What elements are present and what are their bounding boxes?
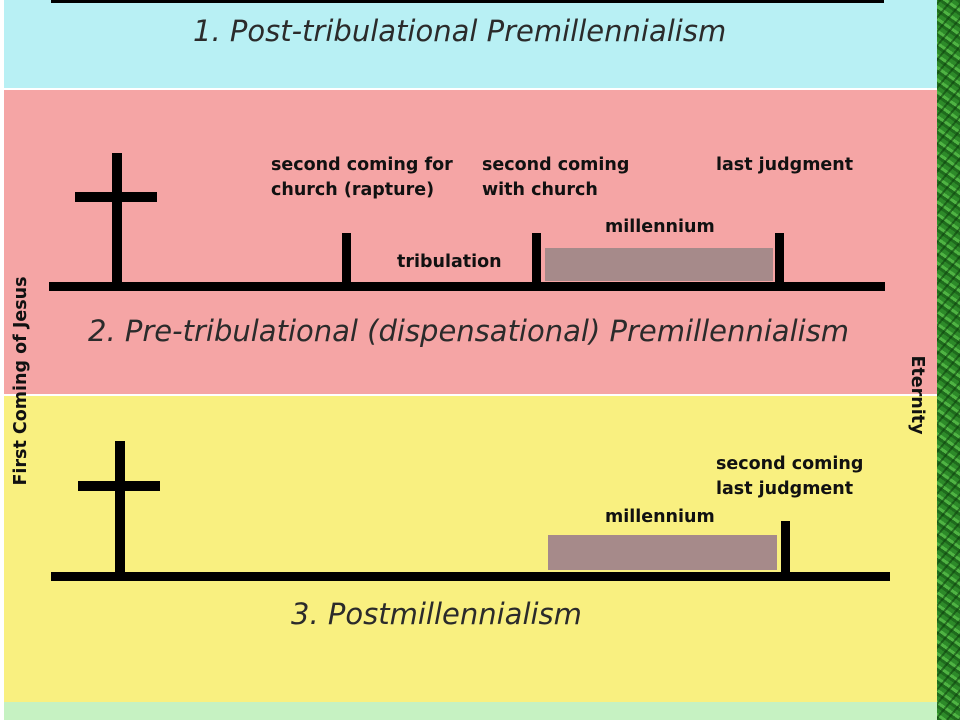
- timeline-axis-3: [51, 572, 890, 581]
- label-eternity: Eternity: [907, 355, 927, 435]
- timeline-axis-1: [51, 0, 884, 3]
- cross-horizontal-2: [75, 192, 157, 202]
- label-millennium-3: millennium: [605, 507, 715, 527]
- label-second-coming-with-church: second coming with church: [482, 153, 629, 203]
- label-first-coming: First Coming of Jesus: [11, 276, 31, 486]
- label-rapture-line-2: church (rapture): [271, 180, 435, 200]
- label-second-coming-3-line-2: last judgment: [716, 479, 854, 499]
- timeline-axis-2: [49, 282, 885, 291]
- rapture-marker: [342, 233, 351, 286]
- panel-postrib-background: [4, 0, 937, 88]
- label-tribulation: tribulation: [397, 252, 502, 272]
- panel-title-postmillennialism: 3. Postmillennialism: [291, 597, 582, 631]
- panel-postmill-background: [4, 396, 937, 702]
- panel-next-background: [4, 702, 937, 720]
- label-last-judgment-2: last judgment: [716, 155, 854, 175]
- cross-vertical-2: [112, 153, 122, 286]
- second-coming-marker-3: [781, 521, 790, 577]
- panel-title-pre-tribulational: 2. Pre-tribulational (dispensational) Pr…: [88, 314, 850, 348]
- label-millennium-2: millennium: [605, 217, 715, 237]
- last-judgment-marker-2: [775, 233, 784, 286]
- cross-horizontal-3: [78, 481, 160, 491]
- label-second-coming-3: second coming last judgment: [716, 452, 863, 502]
- label-second-coming-line-1: second coming: [482, 155, 630, 175]
- millennium-block-2: [545, 248, 773, 281]
- grass-border-image: [937, 0, 960, 720]
- panel-pretrib-background: [4, 90, 937, 394]
- panel-title-post-tribulational: 1. Post-tribulational Premillennialism: [193, 14, 727, 48]
- label-second-coming-3-line-1: second coming: [716, 454, 864, 474]
- cross-vertical-3: [115, 441, 125, 577]
- label-rapture-line-1: second coming for: [271, 155, 453, 175]
- millennium-block-3: [548, 535, 777, 570]
- label-second-coming-line-2: with church: [482, 180, 598, 200]
- label-rapture: second coming for church (rapture): [271, 153, 453, 203]
- second-coming-marker-2: [532, 233, 541, 286]
